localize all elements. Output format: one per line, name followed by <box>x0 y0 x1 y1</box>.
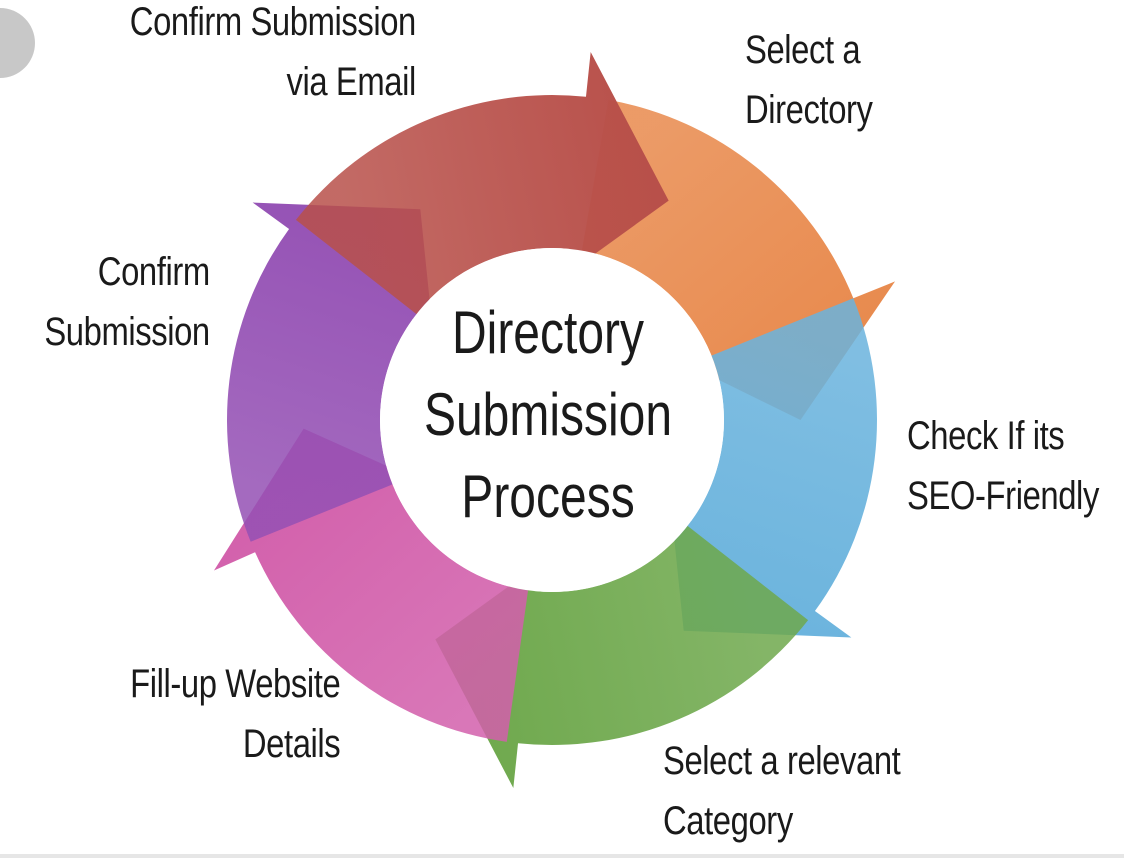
bottom-divider <box>0 854 1124 858</box>
center-title-line: Directory <box>451 299 645 366</box>
cycle-arrow-segment <box>226 202 434 542</box>
cycle-arrow-segment <box>295 52 669 315</box>
center-title: Directory Submission Process <box>412 292 684 538</box>
cycle-arrow-segment <box>435 525 809 788</box>
center-title-line: Submission <box>423 381 673 448</box>
center-title-line: Process <box>461 463 635 530</box>
cycle-arrow-segment <box>670 298 877 638</box>
center-circle <box>380 248 724 592</box>
